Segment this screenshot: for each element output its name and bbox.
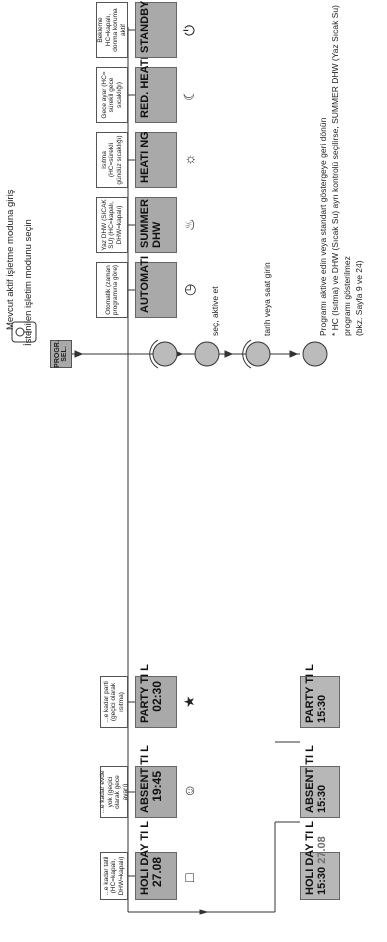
mode-standby-display[interactable]: STANDBY xyxy=(135,0,177,58)
enter-date-text: tarih veya saat girin xyxy=(262,262,272,336)
holiday-edit-time: 15:30 xyxy=(316,866,328,895)
tap-icon: ♨ xyxy=(181,218,197,231)
absent-edit-display: ABSENT TI L 15:30 xyxy=(300,745,340,818)
holiday-edit-title: HOLI DAY TI L xyxy=(304,821,316,895)
absent-display: ABSENT TI L 19:45 xyxy=(135,745,177,818)
mode-summer-display-text: SUMMER xyxy=(139,199,151,248)
party-edit-time: 15:30 xyxy=(316,694,328,723)
party-edit-display: PARTY TI L 15:30 xyxy=(300,664,340,728)
party-display-value: 02:30 xyxy=(150,681,164,712)
mode-standby-label: Bekleme HC=kapalı, donma koruma aktif xyxy=(96,2,128,58)
mode-summer-display[interactable]: SUMMER DHW xyxy=(135,197,177,253)
mode-auto-display-text: AUTOMATI C xyxy=(139,244,151,313)
mode-summer-display-text2: DHW xyxy=(151,221,163,248)
power-icon: ⏻ xyxy=(181,24,197,36)
holiday-edit-display: HOLI DAY TI L 15:30 27.08 xyxy=(300,821,340,900)
mode-summer-label: Yaz DHW (SICAK SU) (HC=kapalı, DHW=kapal… xyxy=(96,197,128,253)
progr-sel-button[interactable]: PROGR. SEL. xyxy=(50,340,72,368)
final-note-2: * HC (Isıtma) ve DHW (Sıcak Su) ayrı kon… xyxy=(330,5,340,336)
mode-standby-display-text: STANDBY xyxy=(139,0,151,53)
mode-auto-display[interactable]: AUTOMATI C xyxy=(135,244,177,318)
absent-display-value: 19:45 xyxy=(150,771,164,802)
absent-label: ...e kadar evde yok (geçici olarak gece … xyxy=(99,766,129,818)
mode-heating-display[interactable]: HEATI NG xyxy=(135,131,177,188)
clock-icon: ◷ xyxy=(181,283,197,296)
mode-night-label: Gece ayar (HC= sürekli gece sıcaklığı) xyxy=(96,67,128,123)
absent-edit-title: ABSENT TI L xyxy=(304,745,316,813)
final-note-3: programı gösterilmez xyxy=(342,256,352,336)
mode-heating-label: Isıtma (HC=sürekli gündüz sıcaklığı) xyxy=(96,132,128,188)
holiday-edit-date: 27.08 xyxy=(316,836,328,864)
holiday-display-value: 27.08 xyxy=(150,857,164,888)
mode-night-display[interactable]: RED. HEATI NG xyxy=(135,36,177,123)
final-note-1: Programı aktive edin veya standart göste… xyxy=(318,117,328,336)
moon-icon: ☾ xyxy=(181,88,197,101)
select-mode-text: İstenilen işletim modunu seçin xyxy=(23,219,34,346)
absent-edit-time: 15:30 xyxy=(316,784,328,813)
party-display: PARTY TI L 02:30 xyxy=(135,664,177,728)
party-icon: ★ xyxy=(181,695,197,708)
holiday-label: ...e kadar tatil (HC=kapalı, DHW=kapalı) xyxy=(100,852,128,900)
final-note-4: (bkz. Sayfa 9 ve 24) xyxy=(354,260,364,336)
absent-person-icon: ☺ xyxy=(181,783,197,798)
entry-text: Mevcut aktif işletme moduna giriş xyxy=(5,189,16,330)
party-label: ...e kadar parti (geçici olarak ısıtma) xyxy=(100,676,128,728)
holiday-display: HOLI DAY TI L 27.08 xyxy=(135,821,177,900)
select-activate-text: seç, aktive et xyxy=(210,286,220,336)
suitcase-icon: □ xyxy=(181,873,197,882)
mode-night-display-text: RED. HEATI NG xyxy=(139,36,151,118)
mode-heating-display-text: HEATI NG xyxy=(139,131,151,183)
mode-auto-label: Otomatik (zaman programına göre) xyxy=(96,262,128,318)
party-edit-title: PARTY TI L xyxy=(304,664,316,723)
holiday-edit-row: 15:30 27.08 xyxy=(316,836,328,895)
sun-icon: ☼ xyxy=(181,153,197,166)
